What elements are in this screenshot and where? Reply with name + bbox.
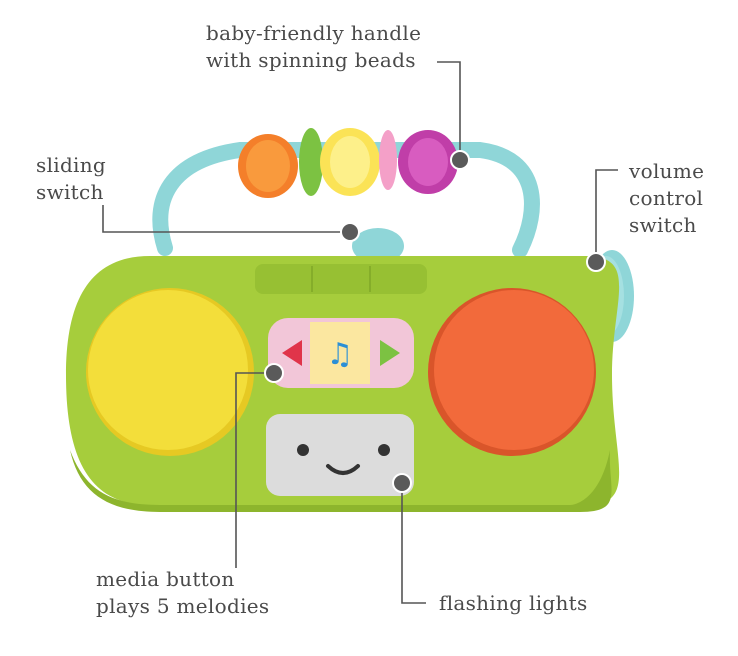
triangle-right-icon — [380, 340, 400, 366]
face-panel — [266, 414, 414, 496]
handle-callout-line2: with spinning beads — [206, 48, 416, 72]
callout-dots — [264, 150, 606, 493]
smiley-face-icon — [326, 464, 360, 475]
volume-callout-line2: control — [629, 186, 704, 210]
volume-callout-line3: switch — [629, 213, 697, 237]
sliding-callout-line2: switch — [36, 180, 104, 204]
handle-callout: baby-friendly handle with spinning beads — [206, 20, 421, 74]
media-callout: media button plays 5 melodies — [96, 566, 269, 620]
sliding-callout: sliding switch — [36, 152, 106, 206]
right-speaker — [428, 288, 596, 456]
lights-callout-line1: flashing lights — [439, 591, 588, 615]
media-callout-line1: media button — [96, 567, 235, 591]
left-speaker — [86, 288, 254, 456]
media-callout-line2: plays 5 melodies — [96, 594, 270, 618]
leader-lines — [102, 61, 618, 604]
handle-callout-line1: baby-friendly handle — [206, 21, 422, 45]
media-button: ♫ — [268, 318, 414, 388]
volume-callout: volume control switch — [629, 158, 704, 239]
volume-callout-line1: volume — [629, 159, 705, 183]
spinning-beads — [238, 128, 458, 198]
music-note-icon: ♫ — [327, 337, 354, 372]
lights-callout: flashing lights — [439, 590, 588, 617]
handle — [152, 128, 540, 258]
triangle-left-icon — [282, 340, 302, 366]
sliding-switch — [352, 228, 404, 264]
sliding-callout-line1: sliding — [36, 153, 107, 177]
